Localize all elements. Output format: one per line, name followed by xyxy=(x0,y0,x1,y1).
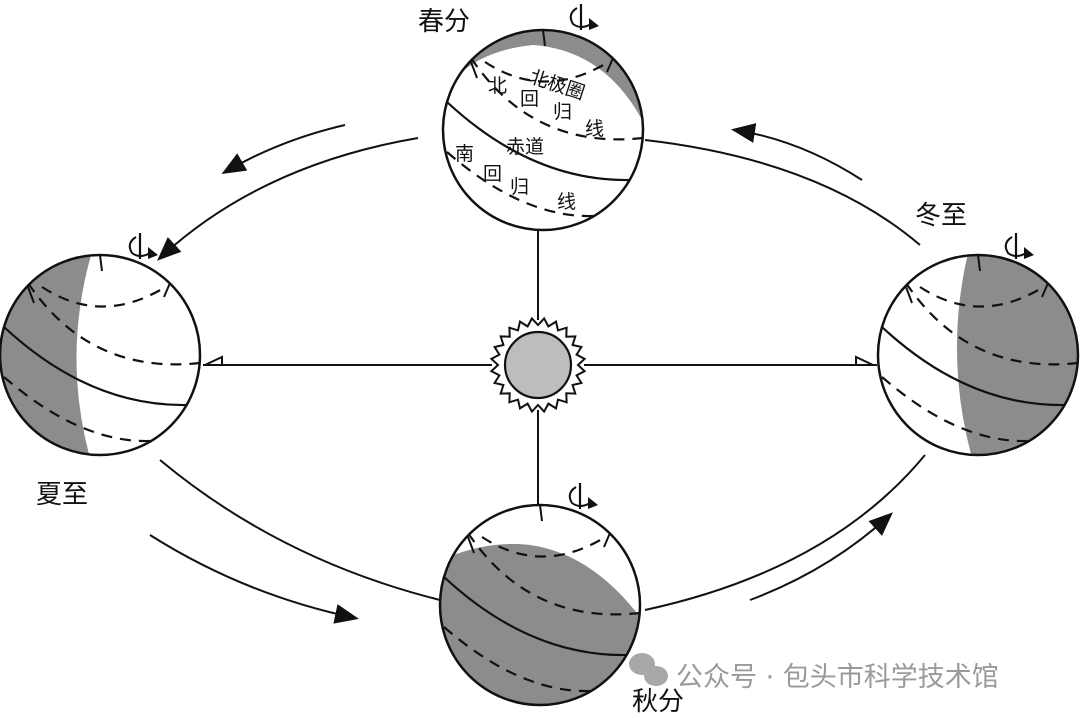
orbit-path xyxy=(157,137,926,611)
globe-summer-solstice xyxy=(0,231,202,457)
label-tropic-capricorn-1: 南 xyxy=(455,143,474,165)
label-winter-solstice: 冬至 xyxy=(915,201,967,231)
label-tropic-capricorn-4: 线 xyxy=(557,191,576,213)
globe-autumn-equinox xyxy=(438,481,642,707)
watermark: 公众号 · 包头市科学技术馆 xyxy=(629,653,999,693)
label-tropic-cancer-2: 回 xyxy=(520,88,539,110)
label-equator: 赤道 xyxy=(506,136,544,158)
globe-spring-equinox xyxy=(441,2,645,232)
globe-winter-solstice xyxy=(876,231,1080,457)
label-autumn-equinox: 秋分 xyxy=(632,687,684,717)
sun-rays xyxy=(203,185,877,510)
label-spring-equinox: 春分 xyxy=(418,7,470,37)
label-summer-solstice: 夏至 xyxy=(36,480,88,510)
label-tropic-cancer-1: 北 xyxy=(488,75,507,97)
watermark-text: 公众号 · 包头市科学技术馆 xyxy=(676,662,999,693)
label-tropic-capricorn-2: 回 xyxy=(483,163,502,185)
label-tropic-capricorn-3: 归 xyxy=(510,176,529,198)
label-tropic-cancer-4: 线 xyxy=(585,118,604,140)
direction-arrows xyxy=(149,123,893,624)
label-tropic-cancer-3: 归 xyxy=(553,101,572,123)
sun xyxy=(489,316,587,414)
wechat-icon xyxy=(629,653,668,686)
